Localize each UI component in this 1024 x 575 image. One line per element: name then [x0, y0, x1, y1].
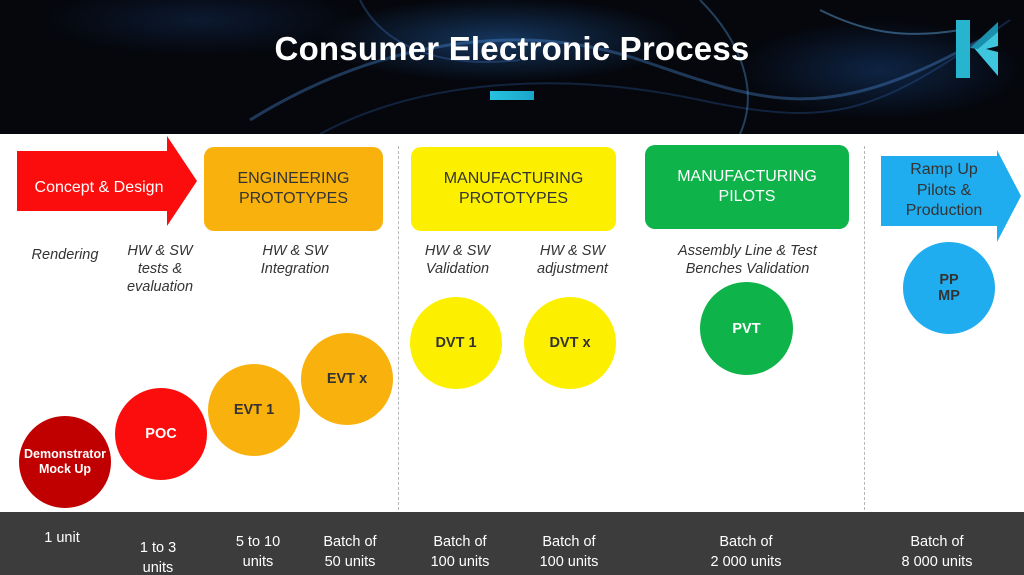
- milestone-demonstrator: Demonstrator Mock Up: [19, 416, 111, 508]
- rampup-arrow-shape: [881, 150, 1021, 242]
- quantity-dvt1: Batch of 100 units: [430, 534, 490, 570]
- concept-arrow-shape: [17, 136, 197, 226]
- milestone-pvt: PVT: [700, 282, 793, 375]
- desc-hw-sw-validation: HW & SW Validation: [424, 243, 491, 277]
- desc-hw-sw-integration: HW & SW Integration: [260, 243, 330, 277]
- header-banner: Consumer Electronic Process: [0, 0, 1024, 134]
- stage-engineering-prototypes: ENGINEERING PROTOTYPES: [204, 147, 383, 231]
- divider-engineering-manufacturing: [398, 146, 399, 510]
- quantity-evt1: 5 to 10 units: [235, 534, 281, 570]
- background-light-swirl: [249, 0, 1011, 134]
- company-logo-icon: [956, 20, 998, 78]
- desc-hw-sw-adjustment: HW & SW adjustment: [537, 243, 608, 277]
- milestone-poc: POC: [115, 388, 207, 480]
- quantity-pvt: Batch of 2 000 units: [710, 534, 782, 570]
- stage-manufacturing-prototypes: MANUFACTURING PROTOTYPES: [411, 147, 616, 231]
- milestone-evtx: EVT x: [301, 333, 393, 425]
- title-underline: [490, 91, 534, 100]
- quantity-dvtx: Batch of 100 units: [539, 534, 599, 570]
- milestone-dvt1: DVT 1: [410, 297, 502, 389]
- quantity-poc: 1 to 3 units: [139, 540, 177, 575]
- desc-assembly-validation: Assembly Line & Test Benches Validation: [678, 243, 817, 277]
- divider-pilots-rampup: [864, 146, 865, 510]
- page-title: Consumer Electronic Process: [274, 30, 750, 67]
- footer-quantities-bar: 1 unit 1 to 3 units 5 to 10 units Batch …: [0, 512, 1024, 575]
- quantity-demonstrator: 1 unit: [44, 530, 80, 546]
- desc-hw-sw-tests: HW & SW tests & evaluation: [126, 243, 194, 295]
- stage-manufacturing-pilots: MANUFACTURING PILOTS: [645, 145, 849, 229]
- stage-ramp-up: Ramp Up Pilots & Production: [905, 161, 983, 219]
- quantity-pp-mp: Batch of 8 000 units: [901, 534, 973, 570]
- stage-concept-design: Concept & Design: [34, 179, 164, 196]
- milestone-pp-mp: PP MP: [903, 242, 995, 334]
- milestone-evt1: EVT 1: [208, 364, 300, 456]
- milestone-dvtx: DVT x: [524, 297, 616, 389]
- quantity-evtx: Batch of 50 units: [323, 534, 377, 570]
- desc-rendering: Rendering: [31, 247, 99, 263]
